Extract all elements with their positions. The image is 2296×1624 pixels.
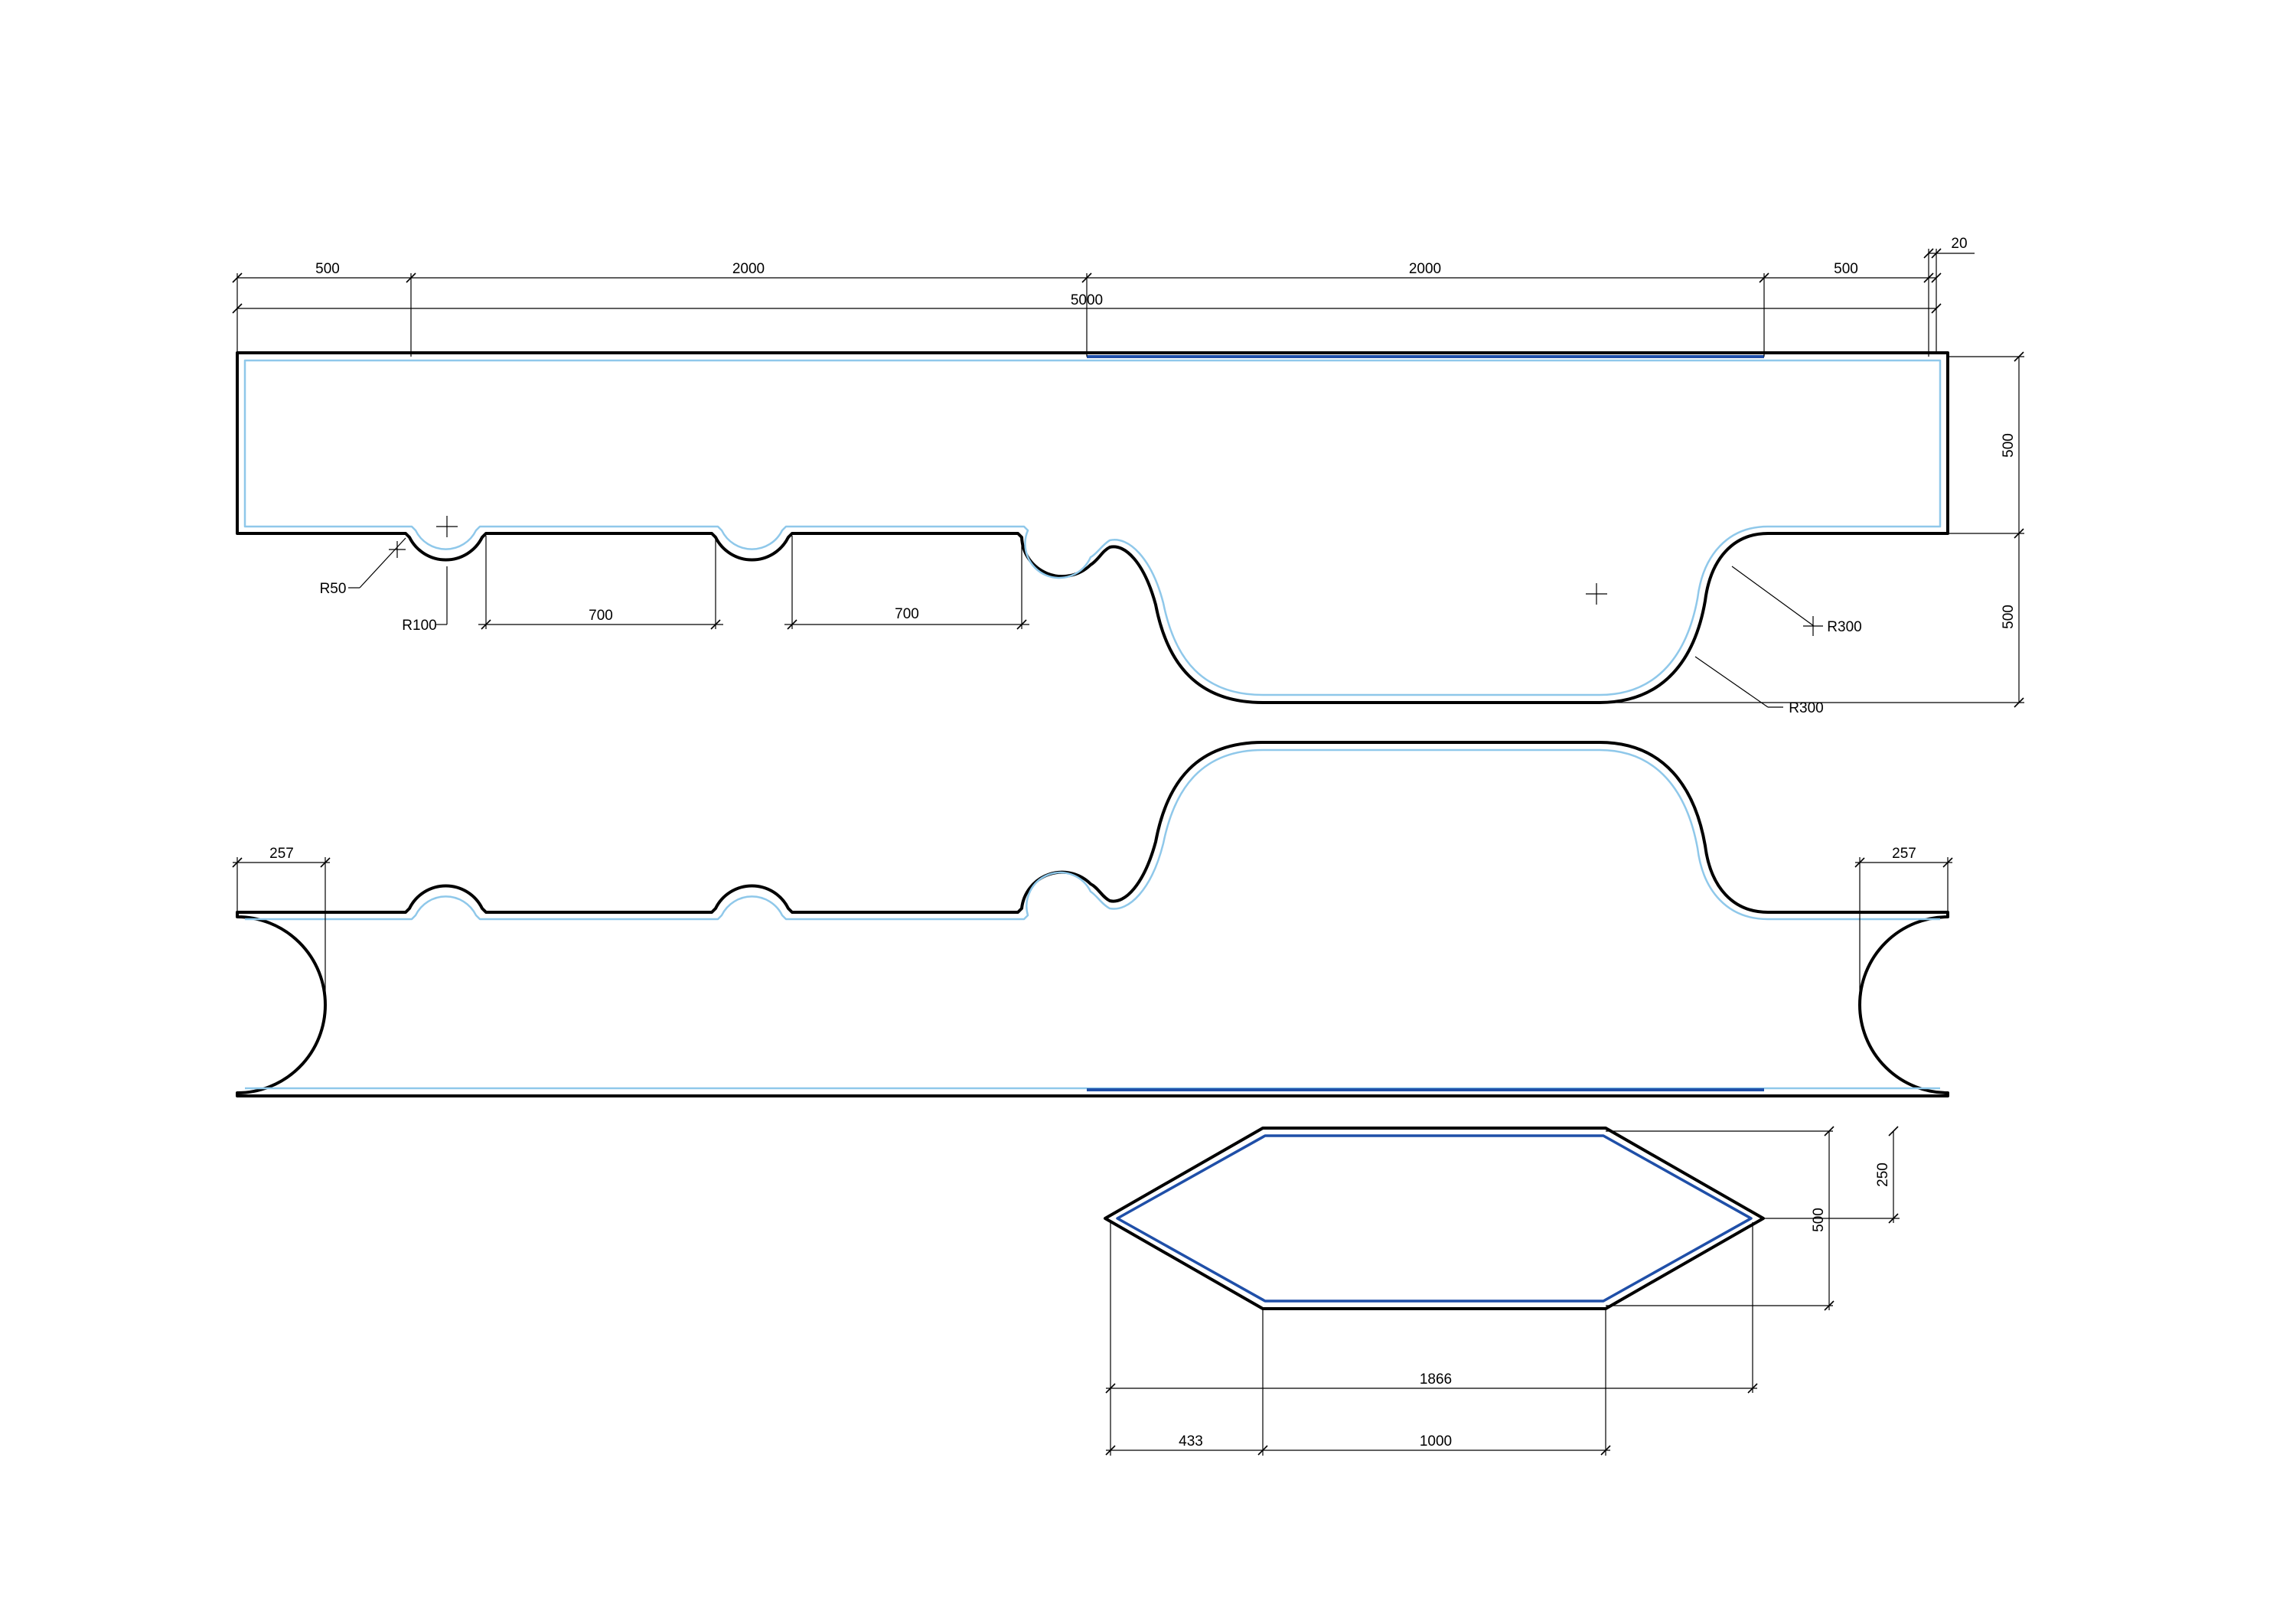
radius-label-r50: R50 [320, 581, 347, 597]
dim-label-250: 250 [1875, 1163, 1891, 1187]
end-dimensions: 257 257 [232, 846, 1953, 1006]
top-piece-outline [236, 351, 1949, 704]
radius-callouts: R50 R100 R300 R300 [320, 537, 1862, 716]
dim-label-500-left: 500 [315, 261, 340, 277]
hexagon-outline [1104, 1127, 1765, 1310]
top-dimensions: 500 2000 2000 500 20 5000 [232, 236, 1975, 357]
dim-label-257-left: 257 [269, 846, 294, 862]
right-dimensions: 500 500 [1600, 351, 2024, 708]
dim-label-20: 20 [1951, 236, 1967, 252]
dim-label-500-right: 500 [1834, 261, 1858, 277]
dim-label-500-right-lower: 500 [2001, 605, 2017, 629]
dim-label-500-right-upper: 500 [2001, 433, 2017, 458]
leader-r300-upper [1731, 566, 1815, 627]
hexagon-offset [1116, 1134, 1753, 1303]
dim-label-700-right: 700 [895, 606, 919, 622]
dim-label-5000: 5000 [1071, 292, 1103, 308]
hexagon-dimensions: 250 500 1866 433 1000 [1105, 1126, 1900, 1456]
leader-r300-lower [1694, 656, 1769, 708]
notch-dimensions: 700 700 [478, 536, 1029, 630]
middle-piece-outline [236, 741, 1949, 1097]
dim-label-433: 433 [1179, 1433, 1203, 1450]
dim-label-2000-right: 2000 [1409, 261, 1441, 277]
dim-label-700-left: 700 [589, 608, 613, 624]
middle-piece-offset [245, 748, 1940, 1090]
dim-label-500-hex: 500 [1811, 1208, 1827, 1232]
leader-r50 [359, 537, 406, 589]
radius-label-r100: R100 [402, 618, 436, 634]
dim-label-257-right: 257 [1892, 846, 1916, 862]
middle-piece [236, 741, 1949, 1097]
ticks-top [232, 248, 1942, 314]
radius-label-r300-lower: R300 [1789, 700, 1823, 716]
top-piece [236, 351, 1949, 704]
radius-label-r300-upper: R300 [1827, 619, 1861, 635]
dim-label-1000: 1000 [1420, 1433, 1452, 1450]
dim-label-2000-left: 2000 [732, 261, 765, 277]
dim-label-1866: 1866 [1420, 1371, 1452, 1388]
hexagon-piece [1104, 1127, 1765, 1310]
top-piece-offset [243, 359, 1942, 696]
